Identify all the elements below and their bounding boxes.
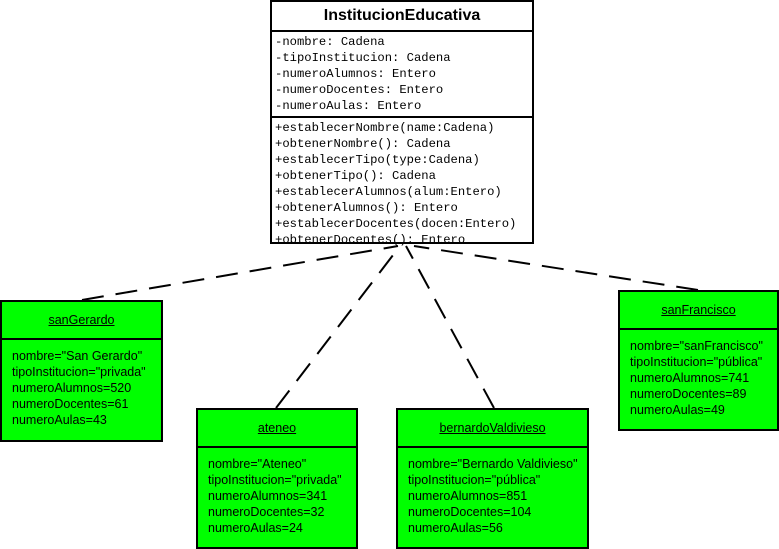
object-sanfrancisco[interactable]: sanFrancisco nombre="sanFrancisco" tipoI… xyxy=(618,290,779,431)
object-attributes: nombre="Bernardo Valdivieso" tipoInstitu… xyxy=(398,448,587,536)
object-name: sanFrancisco xyxy=(620,292,777,330)
object-attribute: tipoInstitucion="pública" xyxy=(408,473,541,487)
object-ateneo[interactable]: ateneo nombre="Ateneo" tipoInstitucion="… xyxy=(196,408,358,549)
object-attribute: numeroAlumnos=851 xyxy=(408,489,528,503)
class-attribute: -numeroDocentes: Entero xyxy=(275,83,444,97)
class-name: InstitucionEducativa xyxy=(272,2,532,32)
connector-ateneo xyxy=(275,245,401,409)
class-operation: +obtenerNombre(): Cadena xyxy=(275,137,451,151)
connector-sangerardo xyxy=(81,245,399,301)
class-operation: +establecerAlumnos(alum:Entero) xyxy=(275,185,502,199)
object-bernardovaldivieso[interactable]: bernardoValdivieso nombre="Bernardo Vald… xyxy=(396,408,589,549)
object-attribute: numeroDocentes=89 xyxy=(630,387,747,401)
class-operations: +establecerNombre(name:Cadena) +obtenerN… xyxy=(272,118,532,250)
object-attribute: numeroAulas=56 xyxy=(408,521,503,535)
object-attribute: nombre="Bernardo Valdivieso" xyxy=(408,457,578,471)
object-attribute: numeroDocentes=32 xyxy=(208,505,325,519)
object-attribute: numeroAulas=43 xyxy=(12,413,107,427)
object-attribute: tipoInstitucion="privada" xyxy=(208,473,342,487)
object-attribute: numeroAulas=24 xyxy=(208,521,303,535)
connector-sanfrancisco xyxy=(413,245,699,291)
class-operation: +establecerTipo(type:Cadena) xyxy=(275,153,480,167)
class-attributes: -nombre: Cadena -tipoInstitucion: Cadena… xyxy=(272,32,532,118)
class-attribute: -numeroAulas: Entero xyxy=(275,99,422,113)
class-operation: +establecerNombre(name:Cadena) xyxy=(275,121,495,135)
object-attribute: nombre="San Gerardo" xyxy=(12,349,143,363)
object-attribute: numeroAulas=49 xyxy=(630,403,725,417)
object-attributes: nombre="Ateneo" tipoInstitucion="privada… xyxy=(198,448,356,536)
class-attribute: -numeroAlumnos: Entero xyxy=(275,67,436,81)
object-attribute: numeroAlumnos=741 xyxy=(630,371,750,385)
connector-bernardovaldivieso xyxy=(405,245,495,409)
class-operation: +obtenerDocentes(): Entero xyxy=(275,233,466,247)
class-attribute: -nombre: Cadena xyxy=(275,35,385,49)
object-name: bernardoValdivieso xyxy=(398,410,587,448)
object-attribute: numeroAlumnos=520 xyxy=(12,381,132,395)
object-attribute: tipoInstitucion="privada" xyxy=(12,365,146,379)
class-operation: +obtenerTipo(): Cadena xyxy=(275,169,436,183)
object-name: ateneo xyxy=(198,410,356,448)
object-sangerardo[interactable]: sanGerardo nombre="San Gerardo" tipoInst… xyxy=(0,300,163,442)
object-attribute: numeroAlumnos=341 xyxy=(208,489,328,503)
object-attribute: numeroDocentes=104 xyxy=(408,505,532,519)
class-attribute: -tipoInstitucion: Cadena xyxy=(275,51,451,65)
object-attribute: numeroDocentes=61 xyxy=(12,397,129,411)
object-attribute: tipoInstitucion="pública" xyxy=(630,355,763,369)
class-operation: +obtenerAlumnos(): Entero xyxy=(275,201,458,215)
object-name: sanGerardo xyxy=(2,302,161,340)
object-attribute: nombre="Ateneo" xyxy=(208,457,307,471)
object-attributes: nombre="San Gerardo" tipoInstitucion="pr… xyxy=(2,340,161,428)
object-attribute: nombre="sanFrancisco" xyxy=(630,339,763,353)
class-institucioneducativa[interactable]: InstitucionEducativa -nombre: Cadena -ti… xyxy=(270,0,534,247)
object-attributes: nombre="sanFrancisco" tipoInstitucion="p… xyxy=(620,330,777,418)
class-operation: +establecerDocentes(docen:Entero) xyxy=(275,217,517,231)
